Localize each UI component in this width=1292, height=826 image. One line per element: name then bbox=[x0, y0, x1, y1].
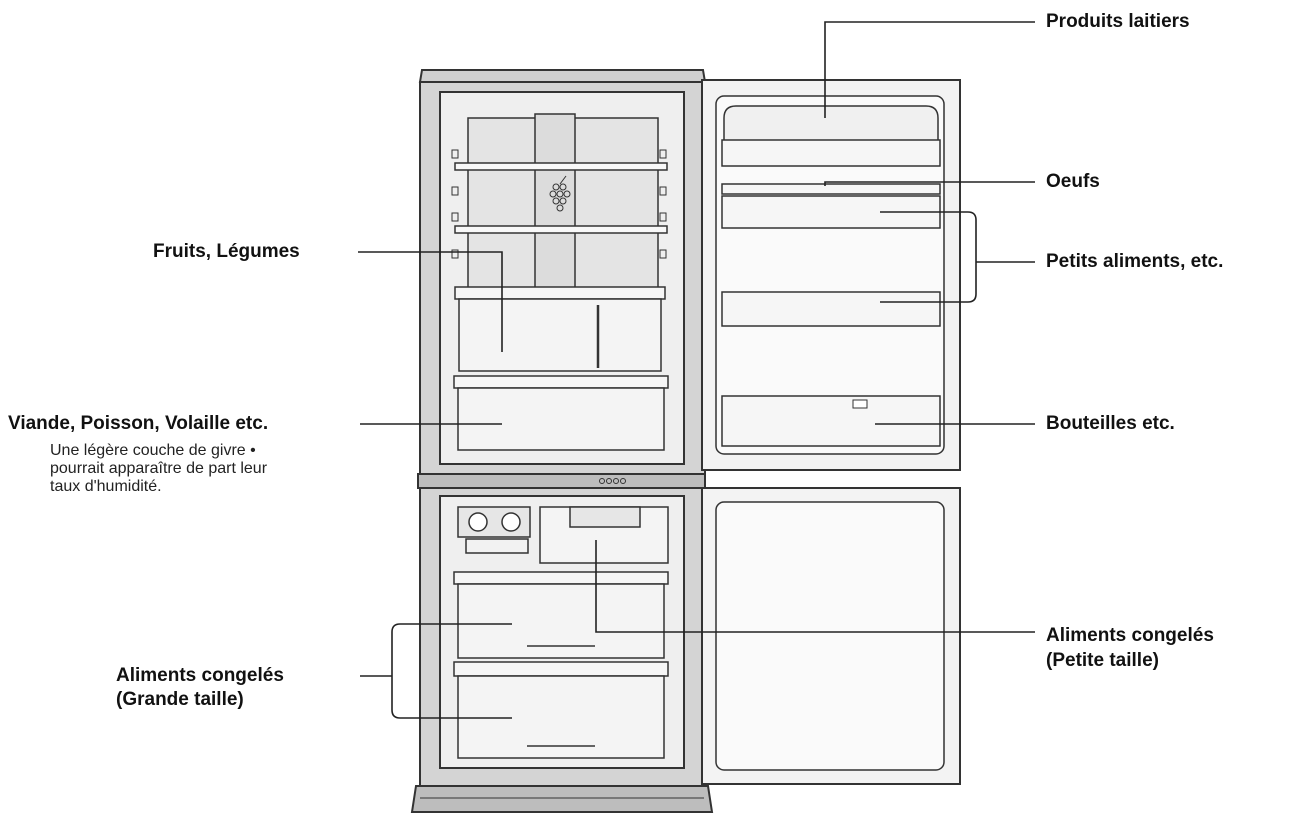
frost-note-line3: taux d'humidité. bbox=[50, 478, 162, 495]
label-eggs: Oeufs bbox=[1046, 171, 1100, 192]
label-frozen-small-line1: Aliments congelés bbox=[1046, 625, 1214, 646]
label-frozen-small-line2: (Petite taille) bbox=[1046, 650, 1159, 671]
label-frozen-large-line1: Aliments congelés bbox=[116, 665, 284, 686]
label-meat-fish-poultry: Viande, Poisson, Volaille etc. bbox=[8, 413, 269, 434]
leader-lines bbox=[358, 21, 1035, 719]
frost-note-line1: Une légère couche de givre • bbox=[50, 442, 256, 459]
label-bottles: Bouteilles etc. bbox=[1046, 413, 1175, 434]
label-fruits-vegetables: Fruits, Légumes bbox=[153, 241, 300, 262]
fridge-door-open bbox=[701, 79, 961, 471]
frost-note: Une légère couche de givre • pourrait ap… bbox=[50, 442, 310, 496]
label-small-foods: Petits aliments, etc. bbox=[1046, 251, 1224, 272]
fridge-cabinet bbox=[410, 69, 714, 813]
label-frozen-large-line2: (Grande taille) bbox=[116, 689, 244, 710]
freezer-door-open bbox=[701, 487, 961, 785]
label-dairy: Produits laitiers bbox=[1046, 11, 1190, 32]
frost-note-line2: pourrait apparaître de part leur bbox=[50, 460, 268, 477]
